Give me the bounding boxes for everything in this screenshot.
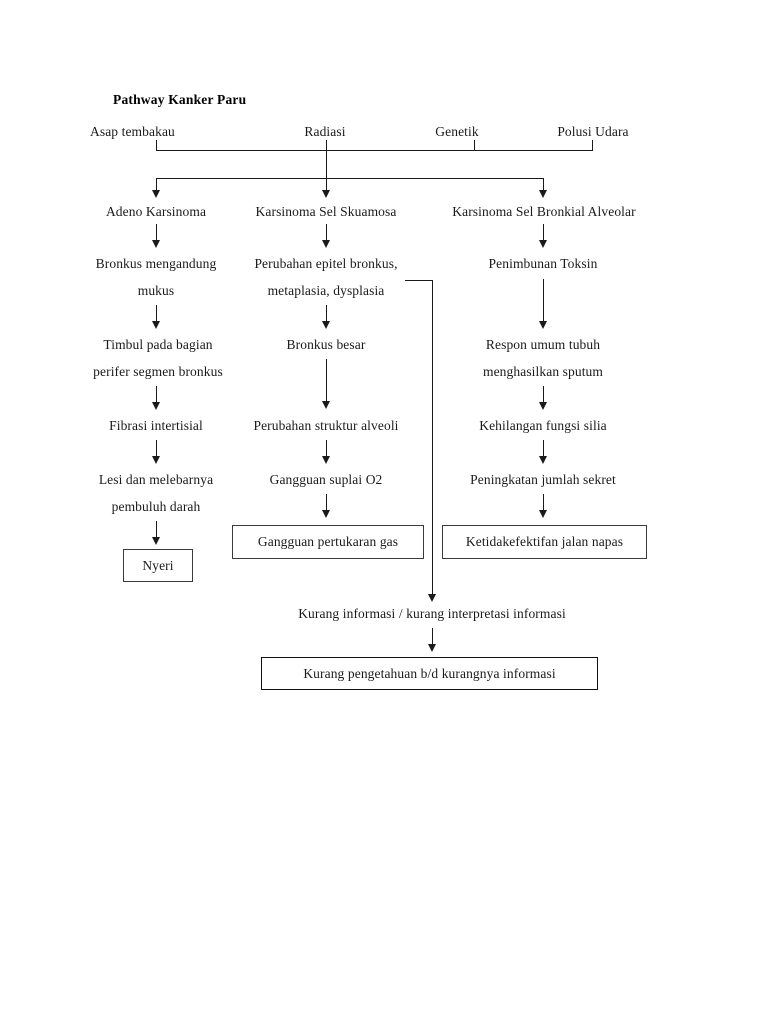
connector-right-5 (543, 494, 544, 512)
connector-middle-1 (326, 224, 327, 242)
connector-drop-adeno (156, 178, 157, 192)
arrowhead-left-1 (152, 240, 160, 248)
connector-branch-vertical-to-kurang-informasi (432, 280, 433, 596)
connector-right-4 (543, 440, 544, 458)
connector-trunk-vertical (326, 140, 327, 192)
connector-bus-collector (156, 150, 593, 151)
middle-node-bronkus-besar: Bronkus besar (286, 337, 366, 352)
right-node-kehilangan-fungsi-silia: Kehilangan fungsi silia (479, 418, 607, 433)
arrowhead-right-4 (539, 456, 547, 464)
connector-left-5 (156, 521, 157, 539)
arrowhead-right-2 (539, 321, 547, 329)
left-node-timbul-perifer-segmen-bronkus: Timbul pada bagian perifer segmen bronku… (76, 331, 240, 385)
arrowhead-middle-5 (322, 510, 330, 518)
middle-node-perubahan-epitel-bronkus: Perubahan epitel bronkus, metaplasia, dy… (236, 250, 416, 304)
connector-tick-polusi-udara (592, 140, 593, 150)
arrowhead-right-1 (539, 240, 547, 248)
connector-bus-distributor (156, 178, 544, 179)
risk-factor-genetik: Genetik (435, 124, 479, 139)
arrowhead-left-3 (152, 402, 160, 410)
connector-middle-4 (326, 440, 327, 458)
arrowhead-left-4 (152, 456, 160, 464)
left-node-fibrasi-intertisial: Fibrasi intertisial (109, 418, 203, 433)
connector-right-3 (543, 386, 544, 404)
right-node-2-line1: Respon umum tubuh (485, 337, 601, 352)
left-node-1-line2: mukus (137, 283, 175, 298)
risk-factor-radiasi: Radiasi (304, 124, 346, 139)
connector-left-2 (156, 305, 157, 323)
arrowhead-right-3 (539, 402, 547, 410)
left-node-4-line1: Lesi dan melebarnya (98, 472, 214, 487)
outcome-box-nyeri: Nyeri (123, 549, 193, 582)
middle-node-gangguan-suplai-o2: Gangguan suplai O2 (269, 472, 383, 487)
risk-factor-polusi-udara: Polusi Udara (557, 124, 629, 139)
connector-bottom-1 (432, 628, 433, 646)
connector-left-4 (156, 440, 157, 458)
left-node-bronkus-mengandung-mukus: Bronkus mengandung mukus (76, 250, 236, 304)
connector-tick-genetik (474, 140, 475, 150)
outcome-box-kurang-pengetahuan: Kurang pengetahuan b/d kurangnya informa… (261, 657, 598, 690)
cancer-type-adeno-karsinoma: Adeno Karsinoma (105, 204, 207, 219)
connector-left-3 (156, 386, 157, 404)
connector-middle-3 (326, 359, 327, 403)
connector-right-2 (543, 279, 544, 323)
arrowhead-left-2 (152, 321, 160, 329)
arrowhead-to-karsinoma-sel-skuamosa (322, 190, 330, 198)
middle-node-1-line2: metaplasia, dysplasia (267, 283, 385, 298)
middle-node-perubahan-struktur-alveoli: Perubahan struktur alveoli (253, 418, 399, 433)
arrowhead-middle-4 (322, 456, 330, 464)
middle-node-1-line1: Perubahan epitel bronkus, (254, 256, 398, 271)
arrowhead-to-kurang-pengetahuan (428, 644, 436, 652)
connector-left-1 (156, 224, 157, 242)
connector-branch-horizontal-to-kurang-informasi (405, 280, 433, 281)
outcome-kurang-informasi: Kurang informasi / kurang interpretasi i… (298, 606, 566, 621)
arrowhead-to-adeno-karsinoma (152, 190, 160, 198)
arrowhead-middle-2 (322, 321, 330, 329)
left-node-lesi-melebarnya-pembuluh-darah: Lesi dan melebarnya pembuluh darah (76, 466, 236, 520)
right-node-peningkatan-jumlah-sekret: Peningkatan jumlah sekret (470, 472, 616, 487)
cancer-type-karsinoma-sel-skuamosa: Karsinoma Sel Skuamosa (255, 204, 397, 219)
arrowhead-right-5 (539, 510, 547, 518)
risk-factor-asap-tembakau: Asap tembakau (90, 124, 175, 139)
left-node-2-line2: perifer segmen bronkus (93, 364, 223, 379)
right-node-2-line2: menghasilkan sputum (482, 364, 603, 379)
left-node-4-line2: pembuluh darah (111, 499, 201, 514)
arrowhead-middle-1 (322, 240, 330, 248)
left-node-1-line1: Bronkus mengandung (95, 256, 217, 271)
arrowhead-middle-3 (322, 401, 330, 409)
outcome-box-gangguan-pertukaran-gas: Gangguan pertukaran gas (232, 525, 424, 559)
connector-middle-2 (326, 305, 327, 323)
cancer-type-karsinoma-sel-bronkial-alveolar: Karsinoma Sel Bronkial Alveolar (452, 204, 636, 219)
page-title: Pathway Kanker Paru (113, 92, 247, 107)
arrowhead-to-karsinoma-sel-bronkial (539, 190, 547, 198)
right-node-penimbunan-toksin: Penimbunan Toksin (488, 256, 598, 271)
connector-middle-5 (326, 494, 327, 512)
arrowhead-to-kurang-informasi (428, 594, 436, 602)
outcome-box-ketidakefektifan-jalan-napas: Ketidakefektifan jalan napas (442, 525, 647, 559)
right-node-respon-umum-tubuh-sputum: Respon umum tubuh menghasilkan sputum (453, 331, 633, 385)
left-node-2-line1: Timbul pada bagian (103, 337, 213, 352)
connector-tick-asap-tembakau (156, 140, 157, 150)
arrowhead-left-5 (152, 537, 160, 545)
connector-drop-bronkial (543, 178, 544, 192)
connector-right-1 (543, 224, 544, 242)
